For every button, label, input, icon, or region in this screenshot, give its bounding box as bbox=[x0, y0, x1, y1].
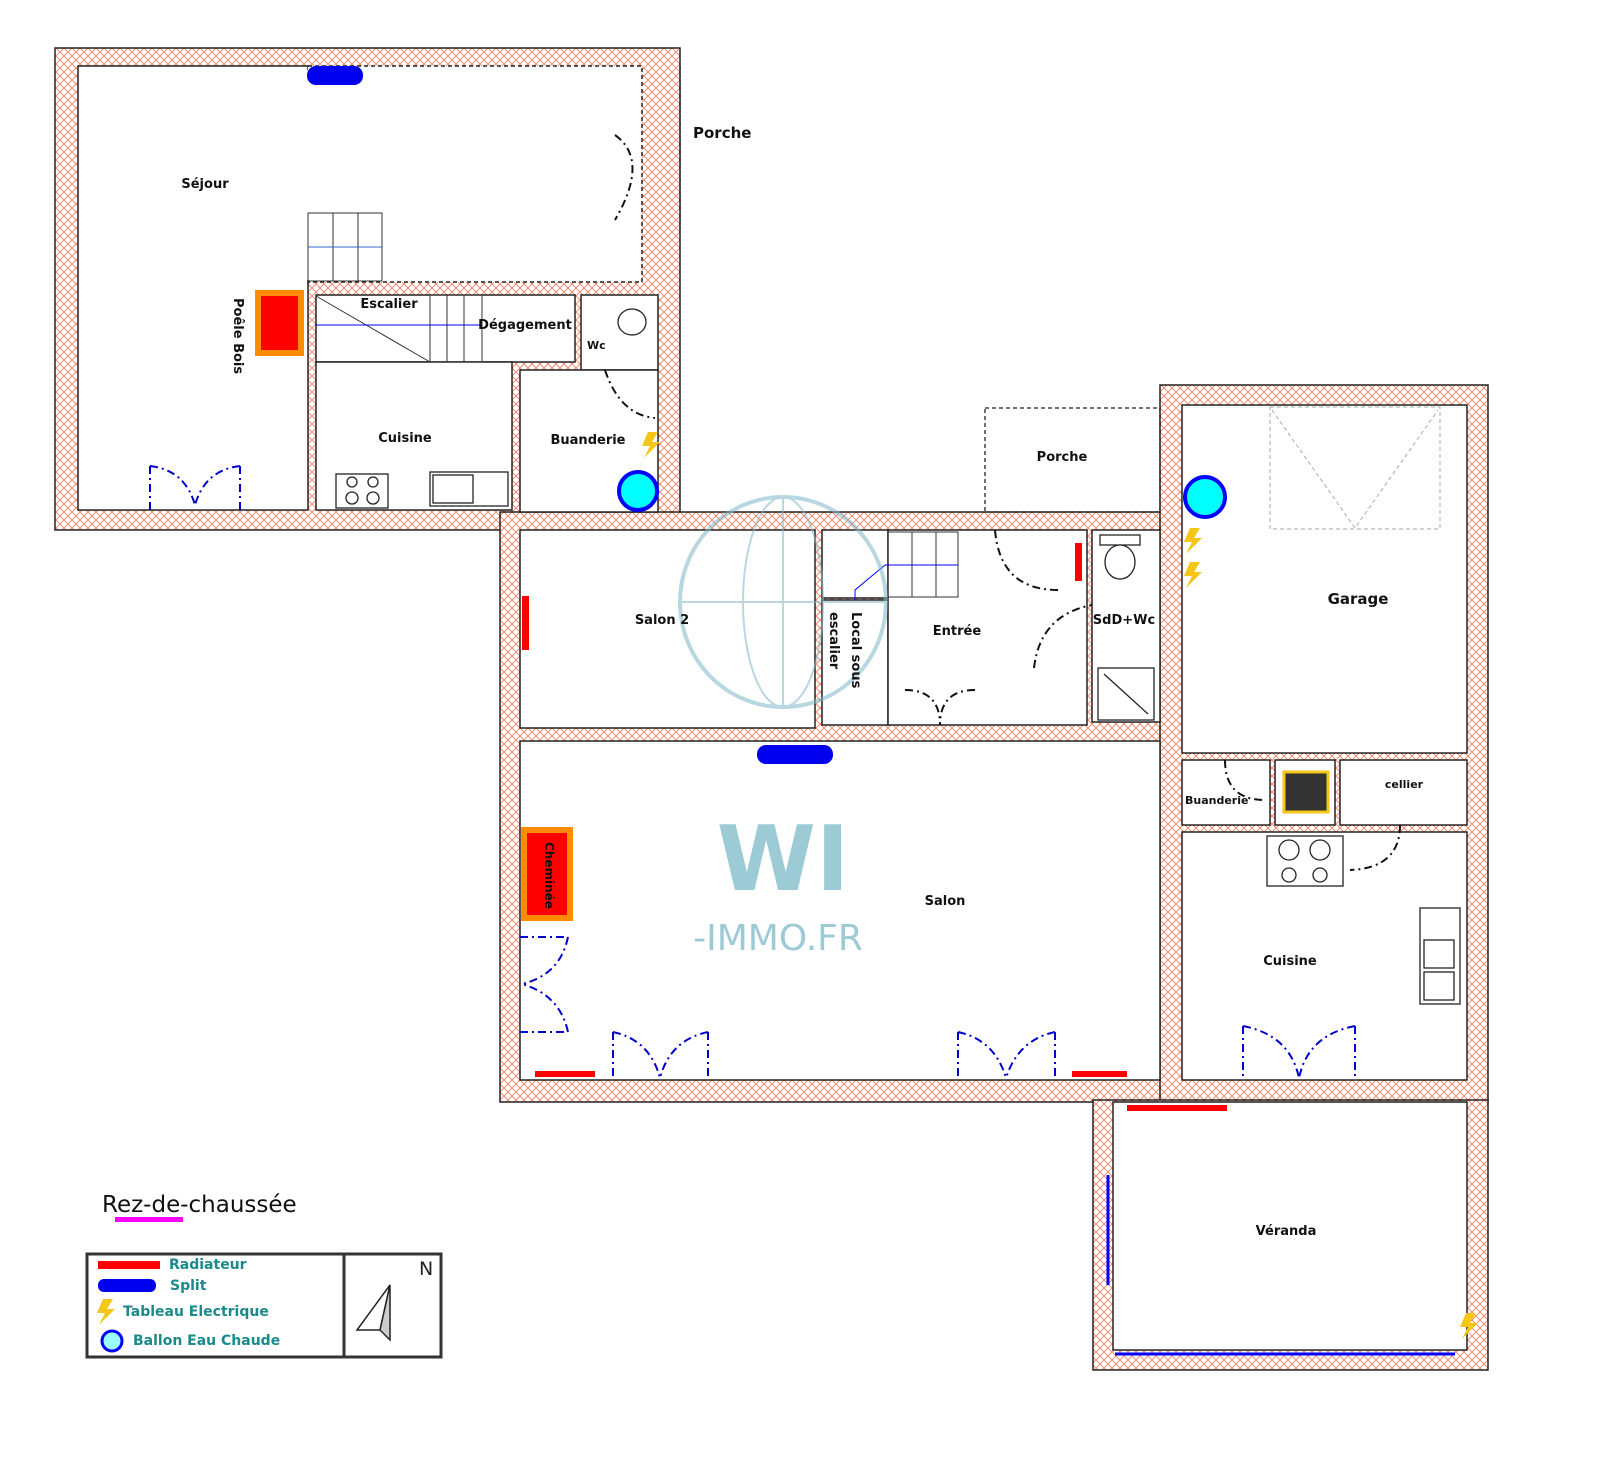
label-buanderie-left: Buanderie bbox=[551, 433, 626, 448]
legend-ballon: Ballon Eau Chaude bbox=[133, 1333, 280, 1349]
fireplace-icon bbox=[521, 827, 573, 921]
label-veranda: Véranda bbox=[1256, 1224, 1317, 1239]
wood-stove-icon bbox=[255, 290, 304, 356]
label-cheminee: Cheminée bbox=[542, 842, 556, 909]
split-icon bbox=[307, 66, 363, 85]
electric-panel-icon bbox=[642, 432, 1478, 1339]
room-labels: Séjour Porche Poêle Bois Escalier Dégage… bbox=[181, 124, 1423, 1239]
label-sejour: Séjour bbox=[181, 177, 229, 192]
label-cuisine-left: Cuisine bbox=[378, 431, 432, 446]
radiator-icon bbox=[1072, 1071, 1127, 1077]
label-cellier: cellier bbox=[1385, 778, 1424, 791]
legend: Radiateur Split Tableau Electrique Ballo… bbox=[85, 1252, 443, 1359]
radiators bbox=[522, 543, 1227, 1111]
watermark-logo-text: WI bbox=[717, 807, 850, 912]
label-sdd: SdD+Wc bbox=[1093, 613, 1155, 628]
label-salon2: Salon 2 bbox=[635, 613, 689, 628]
title-underline bbox=[115, 1217, 183, 1222]
water-heater-icon bbox=[617, 470, 659, 512]
label-cuisine-right: Cuisine bbox=[1263, 954, 1317, 969]
radiator-icon bbox=[1075, 543, 1082, 581]
rooms bbox=[77, 65, 1468, 1351]
electric-panel-icon bbox=[97, 1299, 115, 1325]
toilet-wc bbox=[617, 308, 647, 336]
plan-title: Rez-de-chaussée bbox=[102, 1192, 297, 1218]
label-poele: Poêle Bois bbox=[230, 298, 245, 374]
legend-radiateur: Radiateur bbox=[169, 1257, 247, 1273]
north-arrow-icon bbox=[355, 1284, 391, 1342]
split-icon bbox=[98, 1279, 156, 1292]
radiator-icon bbox=[535, 1071, 595, 1077]
label-local-2: escalier bbox=[826, 612, 841, 670]
legend-split: Split bbox=[170, 1278, 207, 1294]
label-wc: Wc bbox=[587, 339, 606, 352]
fixtures bbox=[335, 308, 1461, 1005]
doors bbox=[149, 134, 1455, 1356]
label-porche-top: Porche bbox=[693, 124, 751, 142]
porche-mid-outline bbox=[984, 407, 1161, 513]
label-garage: Garage bbox=[1328, 590, 1389, 608]
label-entree: Entrée bbox=[933, 624, 982, 639]
label-porche-mid: Porche bbox=[1037, 450, 1088, 465]
label-degagement: Dégagement bbox=[478, 318, 572, 333]
label-escalier: Escalier bbox=[360, 297, 418, 312]
legend-tableau: Tableau Electrique bbox=[123, 1304, 269, 1320]
label-buanderie-right: Buanderie bbox=[1185, 794, 1248, 807]
label-local-1: Local sous bbox=[848, 612, 863, 689]
watermark-text: -IMMO.FR bbox=[693, 918, 863, 959]
stove-right bbox=[1266, 835, 1344, 887]
water-heater-icon bbox=[1183, 475, 1227, 519]
radiator-icon bbox=[98, 1261, 160, 1269]
north-label: N bbox=[419, 1258, 433, 1280]
watermark-logo: WI -IMMO.FR bbox=[678, 495, 888, 959]
water-heater-icon bbox=[100, 1329, 124, 1353]
split-icon bbox=[757, 745, 833, 764]
stairs bbox=[307, 212, 1441, 600]
radiator-icon bbox=[1127, 1105, 1227, 1111]
toilet-sdd bbox=[1104, 544, 1136, 580]
stove-left bbox=[335, 473, 389, 509]
radiator-icon bbox=[522, 596, 529, 650]
boiler bbox=[1282, 770, 1330, 814]
label-salon: Salon bbox=[925, 894, 966, 909]
